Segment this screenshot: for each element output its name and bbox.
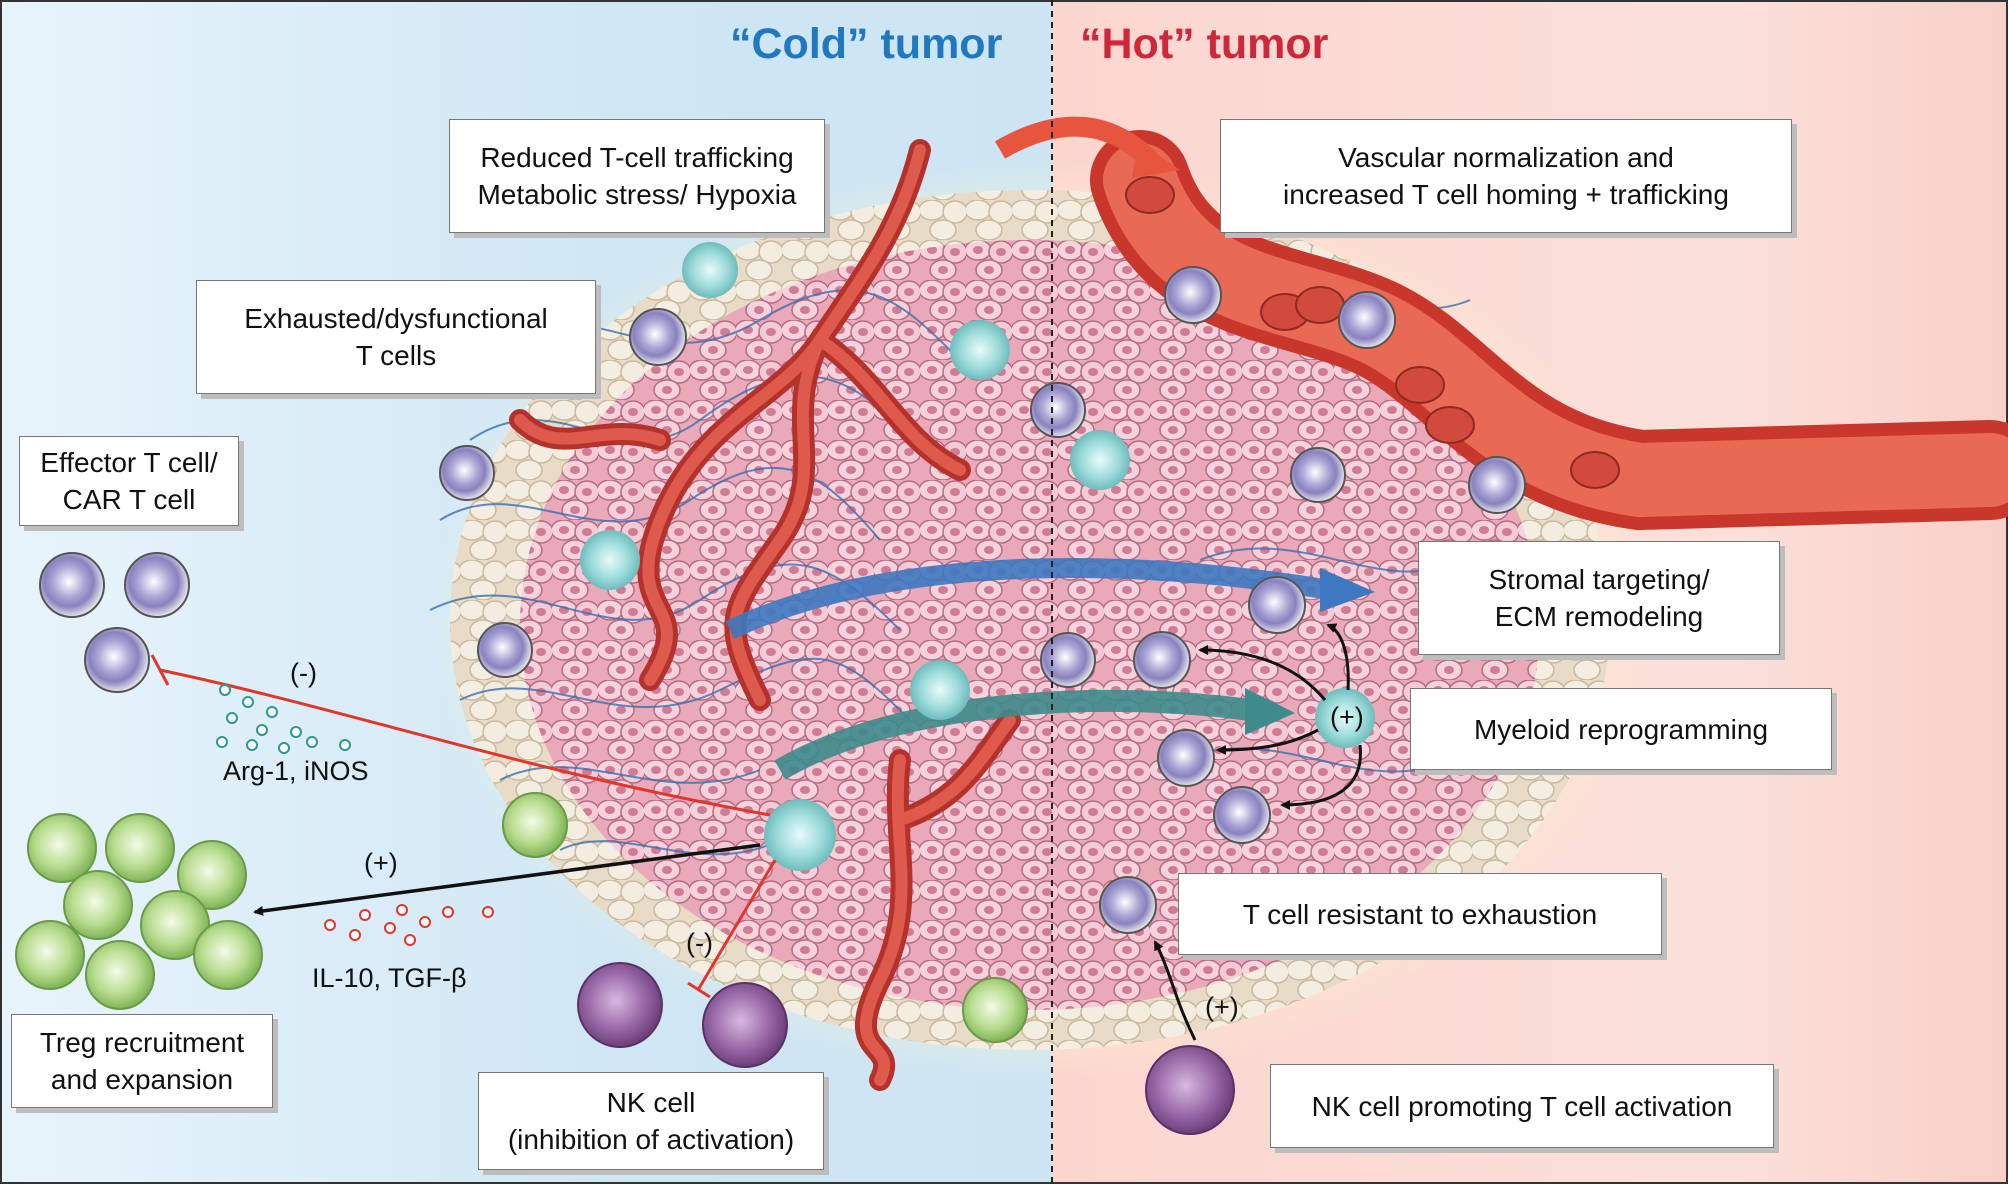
hot-tumor-title: “Hot” tumor bbox=[1080, 20, 1329, 68]
myeloid-arrow bbox=[774, 689, 1252, 780]
red-blood-cells bbox=[1125, 176, 1620, 489]
myeloid-stimulation-arrows bbox=[1153, 623, 1362, 1041]
arg-inos-dots bbox=[216, 684, 351, 754]
nk-cold-box: NK cell(inhibition of activation) bbox=[478, 1072, 824, 1170]
resistant-box: T cell resistant to exhaustion bbox=[1178, 873, 1662, 955]
plus-treg-label: (+) bbox=[364, 848, 398, 878]
myeloid-cells bbox=[580, 242, 1375, 871]
il10-tgf-label: IL-10, TGF-β bbox=[312, 963, 467, 993]
effector-t-cells bbox=[39, 552, 190, 693]
effector-box: Effector T cell/CAR T cell bbox=[19, 436, 239, 526]
il10-tgf-dots bbox=[324, 904, 494, 946]
suppressive-myeloid-cell bbox=[764, 799, 836, 871]
cold-tumor-title: “Cold” tumor bbox=[730, 20, 1003, 68]
stromal-arrow bbox=[725, 557, 1332, 640]
plus-nk-label: (+) bbox=[1205, 992, 1239, 1022]
reprogrammed-myeloid-cell bbox=[1315, 688, 1375, 748]
inhibition-effector-line bbox=[159, 668, 771, 817]
treg-cells bbox=[15, 792, 1028, 1043]
plus-myeloid-label: (+) bbox=[1330, 702, 1364, 732]
minus-nk-label: (-) bbox=[686, 928, 713, 958]
nk-hot-box: NK cell promoting T cell activation bbox=[1270, 1064, 1774, 1148]
vascular-arrow bbox=[994, 116, 1158, 168]
nk-cells bbox=[577, 962, 1235, 1135]
t-cells bbox=[439, 266, 1526, 934]
inhibition-nk-line bbox=[696, 859, 777, 991]
arg-inos-label: Arg-1, iNOS bbox=[223, 756, 369, 786]
stromal-box: Stromal targeting/ECM remodeling bbox=[1418, 541, 1780, 655]
treg-recruitment-arrow bbox=[253, 843, 761, 916]
minus-effector-label: (-) bbox=[290, 658, 317, 688]
myeloid-box: Myeloid reprogramming bbox=[1410, 688, 1832, 770]
